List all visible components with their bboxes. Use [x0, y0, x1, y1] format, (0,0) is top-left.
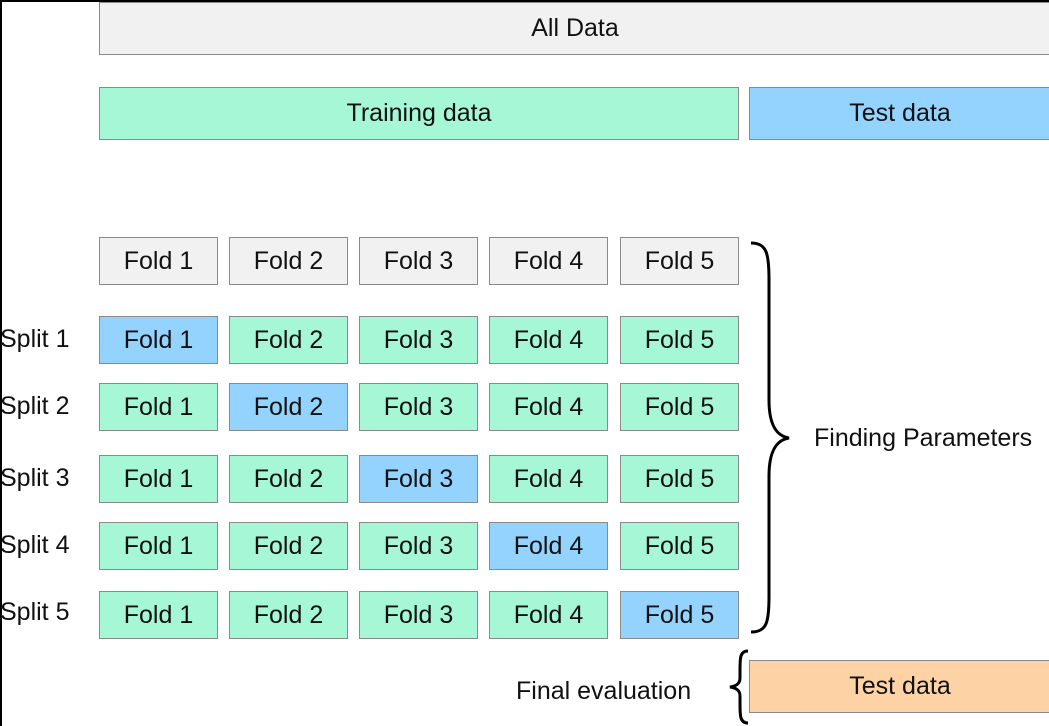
split-3-fold-2-train: Fold 2: [229, 455, 348, 503]
fold-label: Fold 2: [253, 600, 324, 629]
split-5-fold-2-train: Fold 2: [229, 591, 348, 639]
frame-edge-left: [0, 0, 2, 726]
split-1-fold-5-train: Fold 5: [620, 316, 739, 364]
split-1-fold-4-train: Fold 4: [489, 316, 608, 364]
frame-edge-top: [0, 0, 1049, 2]
all-data-label: All Data: [531, 14, 619, 42]
fold-header-1: Fold 1: [99, 237, 218, 285]
fold-label: Fold 1: [123, 531, 194, 560]
fold-header-label: Fold 1: [123, 246, 194, 275]
split-3-fold-3-test: Fold 3: [359, 455, 478, 503]
final-evaluation-brace: [729, 649, 749, 725]
fold-label: Fold 5: [644, 531, 715, 560]
fold-header-2: Fold 2: [229, 237, 348, 285]
final-test-data-box: Test data: [749, 660, 1049, 713]
split-4-fold-2-train: Fold 2: [229, 522, 348, 570]
fold-header-label: Fold 4: [513, 246, 584, 275]
split-3-fold-1-train: Fold 1: [99, 455, 218, 503]
fold-header-label: Fold 3: [383, 246, 454, 275]
fold-label: Fold 5: [644, 392, 715, 421]
test-data-box: Test data: [749, 87, 1049, 140]
split-4-fold-3-train: Fold 3: [359, 522, 478, 570]
split-4-fold-4-test: Fold 4: [489, 522, 608, 570]
split-5-fold-4-train: Fold 4: [489, 591, 608, 639]
split-2-fold-2-test: Fold 2: [229, 383, 348, 431]
fold-label: Fold 5: [644, 325, 715, 354]
fold-label: Fold 1: [123, 325, 194, 354]
fold-label: Fold 3: [383, 464, 454, 493]
training-data-label: Training data: [346, 99, 492, 127]
fold-label: Fold 4: [513, 600, 584, 629]
split-label-2: Split 2: [0, 392, 70, 420]
fold-label: Fold 5: [644, 600, 715, 629]
split-2-fold-3-train: Fold 3: [359, 383, 478, 431]
fold-label: Fold 3: [383, 392, 454, 421]
split-2-fold-5-train: Fold 5: [620, 383, 739, 431]
split-3-fold-5-train: Fold 5: [620, 455, 739, 503]
split-2-fold-4-train: Fold 4: [489, 383, 608, 431]
fold-label: Fold 2: [253, 392, 324, 421]
split-1-fold-3-train: Fold 3: [359, 316, 478, 364]
fold-label: Fold 1: [123, 392, 194, 421]
split-label-3: Split 3: [0, 464, 70, 492]
split-2-fold-1-train: Fold 1: [99, 383, 218, 431]
fold-header-label: Fold 2: [253, 246, 324, 275]
fold-label: Fold 1: [123, 464, 194, 493]
split-label-5: Split 5: [0, 598, 70, 626]
split-4-fold-1-train: Fold 1: [99, 522, 218, 570]
split-label-4: Split 4: [0, 531, 70, 559]
fold-label: Fold 2: [253, 531, 324, 560]
split-5-fold-5-test: Fold 5: [620, 591, 739, 639]
fold-label: Fold 1: [123, 600, 194, 629]
fold-label: Fold 4: [513, 392, 584, 421]
fold-label: Fold 3: [383, 531, 454, 560]
test-data-label: Test data: [849, 99, 951, 127]
fold-header-3: Fold 3: [359, 237, 478, 285]
final-evaluation-label: Final evaluation: [516, 677, 692, 705]
split-1-fold-2-train: Fold 2: [229, 316, 348, 364]
split-1-fold-1-test: Fold 1: [99, 316, 218, 364]
all-data-box: All Data: [99, 2, 1049, 55]
fold-label: Fold 4: [513, 325, 584, 354]
fold-header-4: Fold 4: [489, 237, 608, 285]
fold-label: Fold 3: [383, 600, 454, 629]
fold-label: Fold 2: [253, 464, 324, 493]
split-5-fold-1-train: Fold 1: [99, 591, 218, 639]
training-data-box: Training data: [99, 87, 739, 140]
fold-label: Fold 4: [513, 531, 584, 560]
fold-label: Fold 2: [253, 325, 324, 354]
split-5-fold-3-train: Fold 3: [359, 591, 478, 639]
finding-parameters-label: Finding Parameters: [814, 424, 1033, 452]
finding-parameters-brace: [750, 241, 790, 634]
fold-label: Fold 5: [644, 464, 715, 493]
split-3-fold-4-train: Fold 4: [489, 455, 608, 503]
split-4-fold-5-train: Fold 5: [620, 522, 739, 570]
fold-header-label: Fold 5: [644, 246, 715, 275]
fold-label: Fold 4: [513, 464, 584, 493]
fold-label: Fold 3: [383, 325, 454, 354]
final-test-data-label: Test data: [849, 672, 951, 700]
fold-header-5: Fold 5: [620, 237, 739, 285]
split-label-1: Split 1: [0, 325, 70, 353]
